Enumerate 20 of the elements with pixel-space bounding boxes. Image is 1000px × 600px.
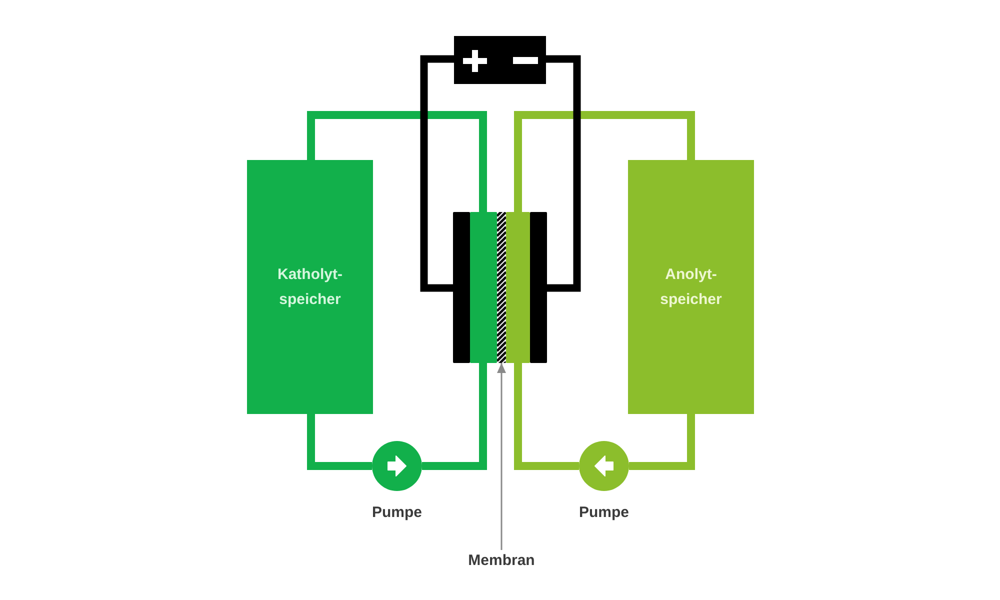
tank-label: Anolyt- speicher	[659, 265, 723, 310]
anolyte-chamber	[506, 212, 530, 363]
leader-line	[497, 363, 506, 550]
pump-label: Pumpe	[578, 503, 629, 523]
storage-tank	[628, 160, 754, 414]
pump-label: Pumpe	[372, 503, 422, 523]
battery	[454, 36, 546, 84]
pipe	[629, 414, 695, 470]
electrode-plate	[453, 212, 470, 363]
pipe	[307, 414, 372, 470]
electrode-plate	[530, 212, 547, 363]
tank-label: Katholyt- speicher	[276, 265, 344, 310]
pipe	[514, 363, 579, 470]
pipe	[514, 111, 695, 212]
storage-tank	[247, 160, 373, 414]
membrane-hatch	[497, 212, 506, 363]
membrane-label: Membran	[462, 550, 542, 572]
pipe	[422, 363, 487, 470]
pipe	[307, 111, 487, 212]
catholyte-chamber	[470, 212, 497, 363]
